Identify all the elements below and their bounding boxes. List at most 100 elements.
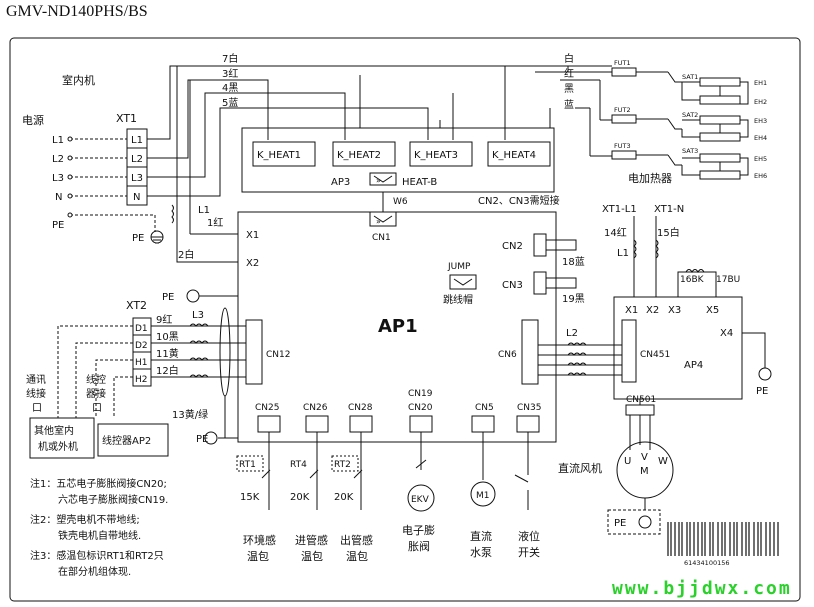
power-n: N xyxy=(55,192,62,203)
power-l1: L1 xyxy=(52,135,64,146)
w6-label: W6 xyxy=(393,197,408,207)
power-label: 电源 xyxy=(22,113,44,127)
wire-16: 16BK xyxy=(680,275,705,285)
relay-2-label: K_HEAT2 xyxy=(337,150,381,161)
other-unit-2: 机或外机 xyxy=(38,440,78,453)
ap1-x1: X1 xyxy=(246,230,259,241)
xt2-h2: H2 xyxy=(135,375,148,385)
heater-label: 电加热器 xyxy=(628,172,672,185)
eh1-label: EH1 xyxy=(754,79,767,87)
wire-blue: 蓝 xyxy=(564,99,574,111)
jump-cn-label: 跳线帽 xyxy=(443,293,473,306)
rt1-label: RT1 xyxy=(239,460,256,470)
xt1-term-n-label: N xyxy=(133,192,140,203)
xt1-term-l2-label: L2 xyxy=(131,154,143,165)
sat-3-label: SAT3 xyxy=(682,147,698,155)
ctrl-label-1: 线控 xyxy=(86,373,106,386)
xt2-label: XT2 xyxy=(126,299,147,312)
eh5-label: EH5 xyxy=(754,155,767,163)
other-unit-1: 其他室内 xyxy=(34,424,74,437)
cn2-label: CN2 xyxy=(502,241,523,252)
cn6-label: CN6 xyxy=(498,350,517,360)
barcode-number: 61434100156 xyxy=(684,559,730,567)
rt1-value: 15K xyxy=(240,492,260,503)
wire-3: 3红 xyxy=(222,67,238,80)
cn501-label: CN501 xyxy=(626,395,656,405)
outer-frame xyxy=(9,37,801,602)
rt4-label: RT4 xyxy=(290,460,307,470)
xt1-term-l3-label: L3 xyxy=(131,173,143,184)
note-1a: 注1：五芯电子膨胀阀接CN20; xyxy=(30,477,167,490)
l2-coil-label: L2 xyxy=(566,328,578,339)
wire-7: 7白 xyxy=(222,52,238,65)
wire-2white: 2白 xyxy=(178,248,194,261)
wire-4: 4黑 xyxy=(222,82,238,94)
ekv-valve-symbol xyxy=(407,484,435,512)
wire-11: 11黄 xyxy=(156,347,179,360)
m1-label: M1 xyxy=(476,491,490,501)
pe-ground-5: PE xyxy=(614,518,626,529)
xt2-d1: D1 xyxy=(135,324,148,334)
valve-label-1: 电子膨 xyxy=(402,523,435,537)
short-note: CN2、CN3需短接 xyxy=(478,194,560,207)
pe-ground-2: PE xyxy=(162,292,174,303)
heater-eh6 xyxy=(699,170,741,180)
ap4-label: AP4 xyxy=(684,360,703,371)
fuse-2 xyxy=(611,114,637,124)
inlet-sensor-1: 进管感 xyxy=(295,533,328,547)
comm-label-3: 口 xyxy=(32,403,42,414)
fan-v: V xyxy=(641,452,648,463)
pump-label-2: 水泵 xyxy=(470,546,492,559)
relay-4-label: K_HEAT4 xyxy=(492,150,536,161)
ap1-label: AP1 xyxy=(378,316,418,337)
pump-motor-symbol xyxy=(470,481,496,507)
jump-label: JUMP xyxy=(447,262,471,272)
eh2-label: EH2 xyxy=(754,98,767,106)
relay-k-heat3 xyxy=(409,141,473,167)
wire-15: 15白 xyxy=(657,226,680,239)
outlet-sensor-2: 温包 xyxy=(346,550,368,563)
ap4-x5: X5 xyxy=(706,305,719,316)
xt2-h1: H1 xyxy=(135,358,148,368)
ambient-sensor-2: 温包 xyxy=(247,550,269,563)
wire-black: 黑 xyxy=(564,83,574,95)
note-1b: 六芯电子膨胀阀接CN19. xyxy=(58,493,168,506)
inlet-sensor-2: 温包 xyxy=(301,550,323,563)
wire-red: 红 xyxy=(564,67,574,80)
ap1-board xyxy=(237,211,557,443)
ap4-x1: X1 xyxy=(625,305,638,316)
ap3-connector-icon: » xyxy=(376,176,381,185)
relay-1-label: K_HEAT1 xyxy=(257,150,301,161)
ap3-board xyxy=(241,127,555,193)
fuse-3 xyxy=(611,150,637,160)
xt1-label: XT1 xyxy=(116,112,137,125)
sat-2-label: SAT2 xyxy=(682,111,698,119)
eh4-label: EH4 xyxy=(754,134,767,142)
ap4-l1: L1 xyxy=(617,248,629,259)
valve-label-2: 胀阀 xyxy=(408,539,430,553)
eh6-label: EH6 xyxy=(754,172,767,180)
watermark: www.bjjdwx.com xyxy=(612,578,792,599)
outlet-sensor-1: 出管感 xyxy=(340,533,373,547)
ap4-x4: X4 xyxy=(720,328,733,339)
wire-9: 9红 xyxy=(156,313,172,326)
xt2-d2: D2 xyxy=(135,341,148,351)
fan-u: U xyxy=(624,456,631,467)
cn25-label: CN25 xyxy=(255,403,279,413)
controller-label: 线控器AP2 xyxy=(102,434,151,447)
rt2-label: RT2 xyxy=(334,460,351,470)
xt1-term-l1-label: L1 xyxy=(131,135,143,146)
wire-14: 14红 xyxy=(604,226,627,239)
xt1-n-label: XT1-N xyxy=(654,204,684,215)
cn1-label: CN1 xyxy=(372,233,391,243)
rt2-value: 20K xyxy=(334,492,354,503)
fan-label: 直流风机 xyxy=(558,461,602,475)
ap4-x3: X3 xyxy=(668,305,681,316)
fan-m: M xyxy=(640,466,649,477)
note-2a: 注2：塑壳电机不带地线; xyxy=(30,513,140,526)
wire-19: 19黑 xyxy=(562,293,585,305)
pe-ground-label: PE xyxy=(132,233,144,244)
pe-ground-4: PE xyxy=(756,386,768,397)
heater-eh3 xyxy=(699,115,741,125)
